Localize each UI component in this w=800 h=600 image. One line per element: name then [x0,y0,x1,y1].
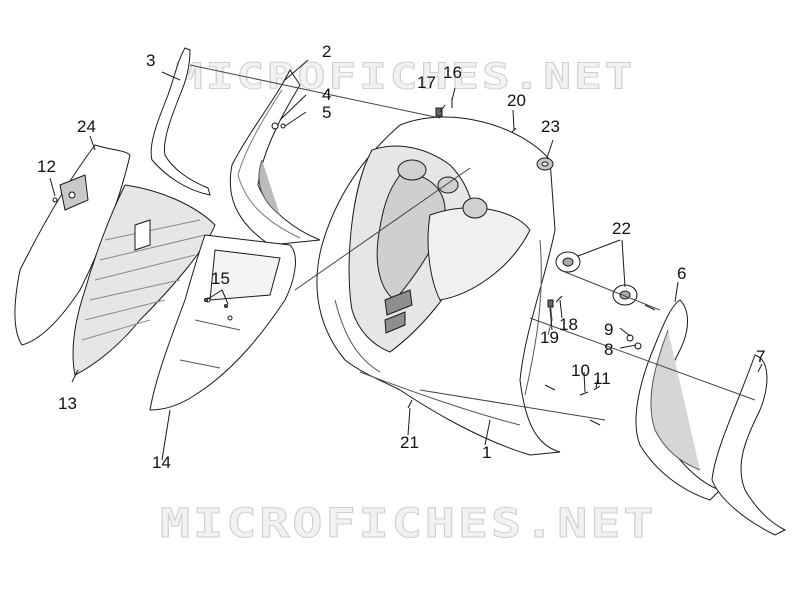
part-24-left-fairing [14,144,131,346]
part-14-frame-bracket [149,234,296,411]
callout-3: 3 [146,51,156,70]
callout-18: 18 [559,315,578,334]
leader-lines [49,59,763,461]
callout-7: 7 [756,347,766,366]
callout-13: 13 [58,394,77,413]
callout-10: 10 [571,361,590,380]
part-22-grommets [555,251,638,306]
callout-6: 6 [677,264,687,283]
callout-20: 20 [507,91,526,110]
part-23-cap [536,157,554,171]
callout-24: 24 [77,117,96,136]
part-3-side-strip [150,47,211,196]
callout-9: 9 [604,320,614,339]
callout-8: 8 [604,340,614,359]
callout-14: 14 [152,453,171,472]
callout-23: 23 [541,117,560,136]
part-2-trim-panel [229,69,321,246]
watermark-bottom: MICROFICHES.NET [159,500,657,547]
callout-1: 1 [482,443,492,462]
part-13-louvered-grille [72,184,216,376]
part-1-front-shield [316,116,601,456]
callout-16: 16 [443,63,462,82]
callout-21: 21 [400,433,419,452]
part-6-right-trim [635,299,721,501]
callout-5: 5 [322,103,332,122]
callout-19: 19 [540,328,559,347]
part-7-right-fairing [711,354,787,536]
callout-2: 2 [322,42,332,61]
callout-4: 4 [322,85,332,104]
callout-12: 12 [37,157,56,176]
watermark-top: MICROFICHES.NET [174,55,636,98]
callout-22: 22 [612,219,631,238]
callout-15: 15 [211,269,230,288]
callout-11: 11 [593,369,611,388]
callout-17: 17 [417,73,436,92]
